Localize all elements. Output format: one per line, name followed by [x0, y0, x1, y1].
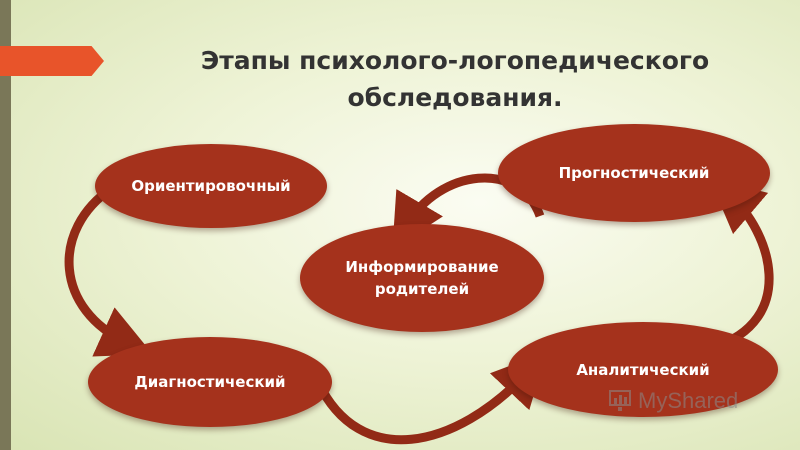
node-diag-label: Диагностический — [134, 373, 286, 391]
node-orient-label: Ориентировочный — [131, 177, 291, 195]
left-decor-bar — [0, 0, 11, 450]
node-info-label: Информирование родителей — [345, 258, 499, 298]
node-diag: Диагностический — [88, 337, 332, 427]
arrow-orient-to-diag — [64, 184, 153, 357]
arrow-diag-to-anal — [313, 352, 547, 445]
title-arrow-decor — [0, 46, 104, 76]
node-prog-label: Прогностический — [558, 164, 710, 182]
watermark: MyShared — [608, 388, 738, 414]
node-orient: Ориентировочный — [95, 144, 327, 228]
node-prog: Прогностический — [498, 124, 770, 222]
node-info: Информирование родителей — [300, 224, 544, 332]
chart-logo-icon — [609, 390, 631, 411]
node-anal: Аналитический — [508, 322, 778, 417]
slide-title: Этапы психолого-логопедического обследов… — [200, 46, 710, 112]
watermark-text: MyShared — [638, 388, 739, 413]
arrow-anal-to-prog — [709, 178, 774, 353]
node-anal-label: Аналитический — [576, 360, 710, 379]
